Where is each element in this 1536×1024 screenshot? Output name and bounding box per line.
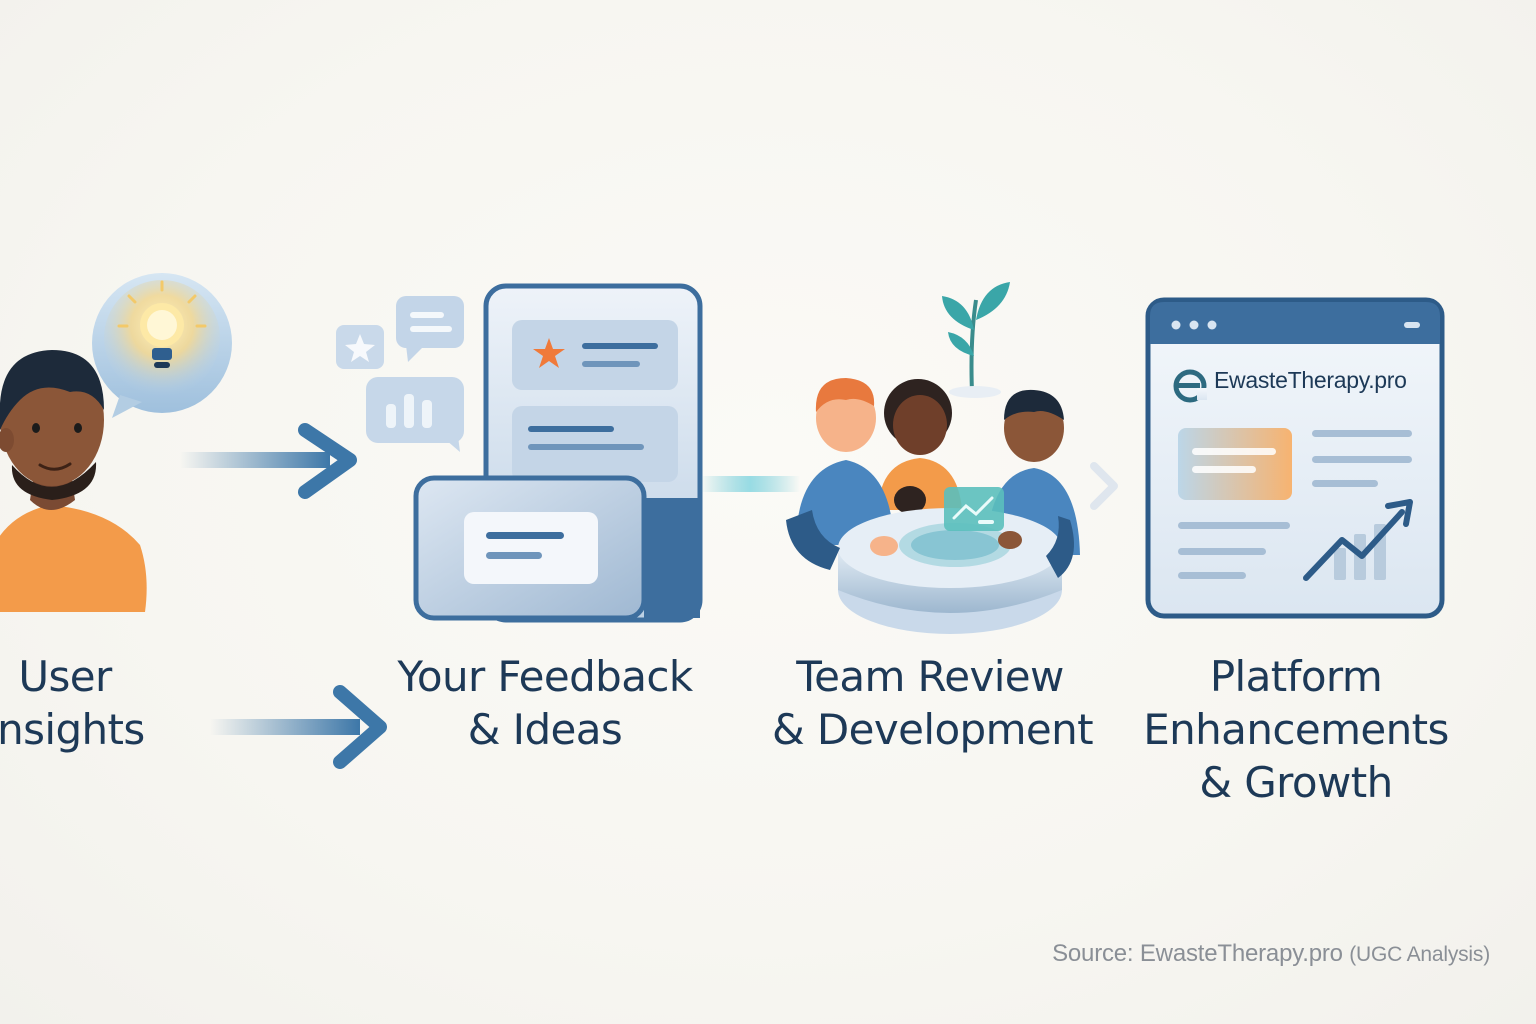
star-icon xyxy=(336,325,384,369)
stage-label-platform: Platform Enhancements & Growth xyxy=(1140,650,1452,809)
stage-label-user-insights: User Insights xyxy=(0,650,160,756)
stage-label-feedback: Your Feedback & Ideas xyxy=(395,650,695,756)
browser-window-icon xyxy=(1145,297,1445,619)
source-prefix: Source: xyxy=(1052,940,1134,967)
stage-label-line: Insights xyxy=(0,705,145,754)
growth-chart-icon xyxy=(1303,499,1413,581)
stage-label-team-review: Team Review & Development xyxy=(772,650,1094,756)
arrow-icon xyxy=(700,476,800,492)
lightbulb-icon xyxy=(117,280,207,368)
source-credit: Source: EwasteTherapy.pro (UGC Analysis) xyxy=(1052,940,1490,968)
stage-label-line: Your Feedback xyxy=(397,652,693,701)
stage-label-line: & Growth xyxy=(1199,758,1393,807)
bar-chart-icon xyxy=(366,377,464,452)
stage-label-line: & Development xyxy=(772,705,1094,754)
arrow-icon xyxy=(1090,462,1118,510)
arrow-icon xyxy=(210,685,387,769)
stage-label-line: User xyxy=(18,652,112,701)
stage-label-line: & Ideas xyxy=(467,705,623,754)
platform-site-name: EwasteTherapy.pro xyxy=(1214,367,1407,393)
stage-label-line: Platform xyxy=(1209,652,1383,701)
logo-e-icon xyxy=(1173,369,1207,403)
plant-icon xyxy=(942,282,1010,398)
team-meeting-icon xyxy=(786,378,1080,634)
arrow-icon xyxy=(180,423,357,499)
source-name: EwasteTherapy.pro xyxy=(1139,940,1343,967)
stage-label-line: Team Review xyxy=(796,652,1064,701)
chat-icon xyxy=(396,296,464,362)
feedback-cards-icon xyxy=(413,283,703,623)
source-suffix: (UGC Analysis) xyxy=(1349,943,1490,966)
person-icon xyxy=(0,350,147,612)
stage-label-line: Enhancements xyxy=(1143,705,1449,754)
